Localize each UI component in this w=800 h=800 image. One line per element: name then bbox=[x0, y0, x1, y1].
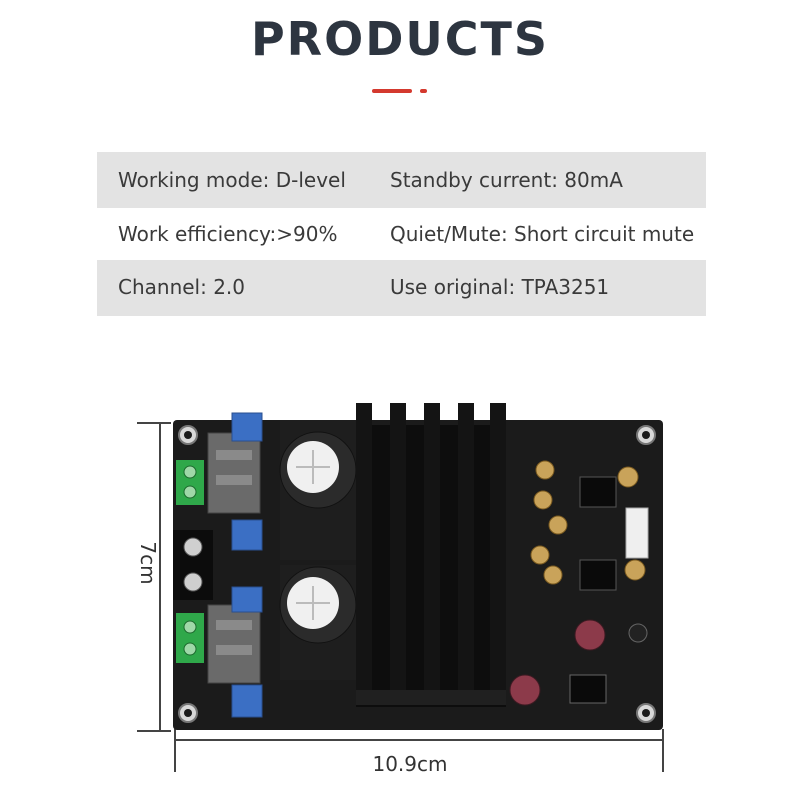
height-dimension-cap-bottom bbox=[137, 730, 171, 732]
electrolytic-capacitor-bottom bbox=[279, 565, 357, 680]
spec-row: Channel: 2.0 Use original: TPA3251 bbox=[97, 260, 706, 316]
blue-capacitors bbox=[231, 412, 263, 718]
title-underline-dot bbox=[420, 89, 427, 93]
width-dimension-line bbox=[175, 739, 664, 741]
height-dimension-label: 7cm bbox=[136, 541, 160, 585]
electrolytic-capacitor-top bbox=[279, 420, 357, 560]
spec-work-efficiency: Work efficiency:>90% bbox=[118, 222, 338, 246]
inductor-bottom bbox=[207, 604, 261, 684]
height-dimension-line bbox=[159, 423, 161, 731]
spec-working-mode: Working mode: D-level bbox=[118, 168, 346, 192]
speaker-terminal-top bbox=[176, 460, 204, 505]
spec-chip: Use original: TPA3251 bbox=[390, 275, 610, 299]
input-connector bbox=[625, 507, 649, 559]
heatsink bbox=[356, 403, 506, 707]
power-terminal bbox=[173, 530, 213, 600]
width-dimension-cap-left bbox=[174, 729, 176, 772]
electrolytic-capacitor-small bbox=[509, 619, 606, 706]
spec-row: Working mode: D-level Standby current: 8… bbox=[97, 152, 706, 208]
width-dimension-label: 10.9cm bbox=[372, 752, 448, 776]
regulator-chip bbox=[569, 674, 607, 704]
page-title: PRODUCTS bbox=[250, 12, 550, 66]
title-underline bbox=[372, 89, 412, 93]
spec-standby-current: Standby current: 80mA bbox=[390, 168, 623, 192]
width-dimension-cap-right bbox=[662, 729, 664, 772]
small-capacitors bbox=[530, 460, 646, 585]
op-amp-chips bbox=[579, 476, 617, 591]
height-dimension-cap-top bbox=[137, 422, 171, 424]
inductor-small bbox=[628, 623, 648, 643]
spec-row: Work efficiency:>90% Quiet/Mute: Short c… bbox=[97, 208, 706, 264]
speaker-terminal-bottom bbox=[176, 613, 204, 663]
spec-channel: Channel: 2.0 bbox=[118, 275, 246, 299]
amplifier-board-image bbox=[173, 403, 663, 730]
spec-quiet-mute: Quiet/Mute: Short circuit mute bbox=[390, 222, 695, 246]
inductor-top bbox=[207, 432, 261, 514]
